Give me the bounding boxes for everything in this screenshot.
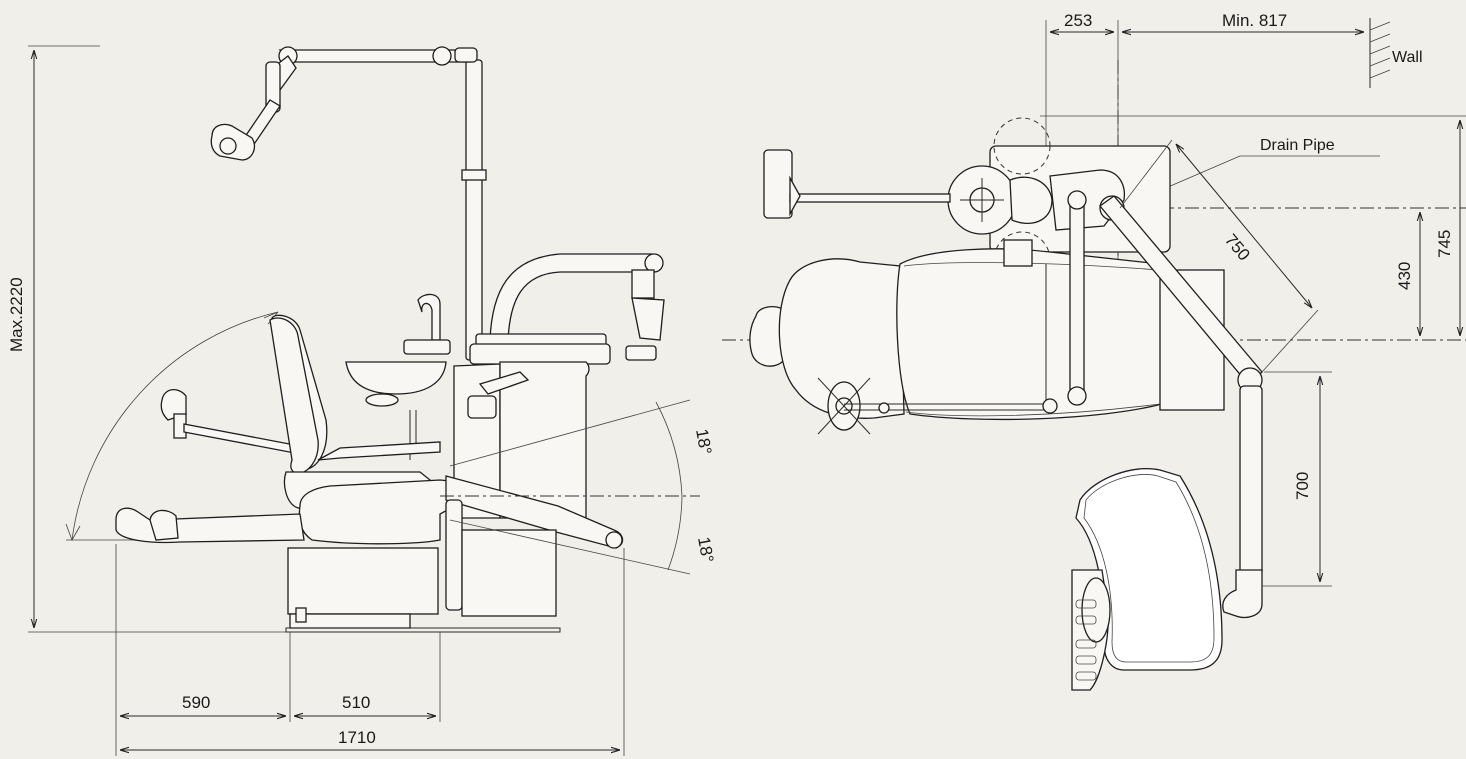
wall-clearance-label: Min. 817 (1222, 11, 1287, 30)
tilt-angle-marks: 18° 18° (440, 399, 717, 575)
top-dimensions: 253 Min. 817 Wall (1045, 11, 1423, 300)
tray-arm-label: 700 (1293, 472, 1312, 500)
arm-reach-label: 750 (1221, 230, 1254, 264)
bottom-dimensions: 590 510 1710 (115, 544, 625, 756)
instrument-tray-top (1071, 468, 1223, 691)
max-height-label: Max.2220 (7, 277, 26, 352)
dental-chair-side (115, 314, 624, 633)
lower-angle-label: 18° (694, 535, 717, 564)
side-view: Max.2220 (7, 45, 717, 756)
assistant-holder-top (763, 149, 951, 219)
base-length-label: 510 (342, 693, 370, 712)
assistant-light-top (817, 377, 1058, 435)
total-length-label: 1710 (338, 728, 376, 747)
total-depth-label: 745 (1435, 230, 1454, 258)
drain-to-center-label: 430 (1395, 262, 1414, 290)
top-view: 253 Min. 817 Wall 745 430 Drai (722, 11, 1466, 691)
drain-pipe-label: Drain Pipe (1260, 137, 1335, 154)
support-arm-top (1067, 190, 1087, 406)
wall-label: Wall (1392, 49, 1423, 66)
upper-angle-label: 18° (692, 427, 715, 456)
dental-chair-top (749, 239, 1225, 421)
max-height-dimension: Max.2220 (7, 45, 290, 633)
right-dimensions: 745 430 (1040, 115, 1466, 336)
offset-label: 253 (1064, 11, 1092, 30)
front-overhang-label: 590 (182, 693, 210, 712)
assistant-instrument-arm (160, 389, 301, 455)
recline-arc (71, 311, 279, 541)
operating-light-assembly (210, 46, 487, 361)
delivery-arm (469, 253, 665, 365)
tray-arm-dimension: 700 (1262, 371, 1332, 587)
